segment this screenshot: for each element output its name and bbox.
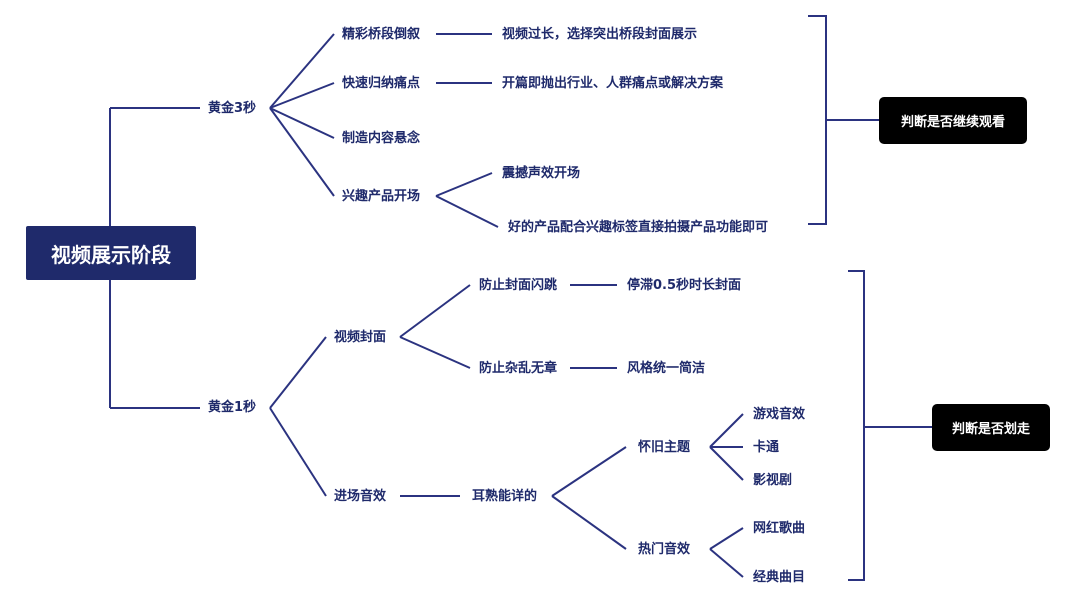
leaf-game-sound: 游戏音效: [751, 407, 808, 423]
verdict-continue-watching: 判断是否继续观看: [879, 97, 1027, 144]
connector-line: [551, 446, 627, 497]
leaf-unified-style: 风格统一简洁: [625, 361, 708, 377]
connector-line: [435, 195, 499, 228]
connector-line: [269, 336, 327, 409]
node-hot-sound: 热门音效: [636, 542, 693, 558]
connector-line: [269, 407, 327, 497]
connector-line: [269, 33, 335, 109]
node-entrance-sound: 进场音效: [332, 489, 389, 505]
leaf-cartoon: 卡通: [751, 440, 782, 456]
connector-line: [848, 270, 865, 581]
leaf-film: 影视剧: [751, 473, 795, 489]
node-product-opening: 兴趣产品开场: [340, 189, 423, 205]
leaf-product-shoot: 好的产品配合兴趣标签直接拍摄产品功能即可: [506, 220, 771, 236]
connector-line: [808, 15, 827, 225]
connector-line: [269, 82, 335, 109]
branch-golden-1s: 黄金1秒: [206, 400, 259, 416]
node-suspense: 制造内容悬念: [340, 131, 423, 147]
node-prevent-clutter: 防止杂乱无章: [477, 361, 560, 377]
node-nostalgia: 怀旧主题: [636, 440, 693, 456]
connector-line: [709, 413, 744, 448]
verdict-swipe-away: 判断是否划走: [932, 404, 1050, 451]
connector-line: [435, 172, 493, 197]
root-node: 视频展示阶段: [26, 226, 196, 280]
node-pain-points: 快速归纳痛点: [340, 76, 423, 92]
node-familiar: 耳熟能详的: [470, 489, 540, 505]
branch-golden-3s: 黄金3秒: [206, 101, 259, 117]
connector-line: [269, 107, 335, 197]
connector-line: [399, 284, 471, 338]
connector-line: [709, 548, 744, 578]
node-prevent-flicker: 防止封面闪跳: [477, 278, 560, 294]
node-highlight-flashback: 精彩桥段倒叙: [340, 27, 423, 43]
leaf-classic-song: 经典曲目: [751, 570, 808, 586]
leaf-highlight-cover: 视频过长，选择突出桥段封面展示: [500, 27, 700, 43]
connector-line: [551, 495, 627, 550]
node-video-cover: 视频封面: [332, 330, 389, 346]
leaf-pause-cover: 停滞0.5秒时长封面: [625, 278, 744, 294]
leaf-viral-song: 网红歌曲: [751, 521, 808, 537]
connector-line: [399, 336, 471, 369]
leaf-sound-opening: 震撼声效开场: [500, 166, 583, 182]
connector-line: [709, 446, 744, 481]
leaf-pain-points: 开篇即抛出行业、人群痛点或解决方案: [500, 76, 726, 92]
connector-line: [709, 527, 744, 550]
connector-line: [269, 107, 335, 139]
